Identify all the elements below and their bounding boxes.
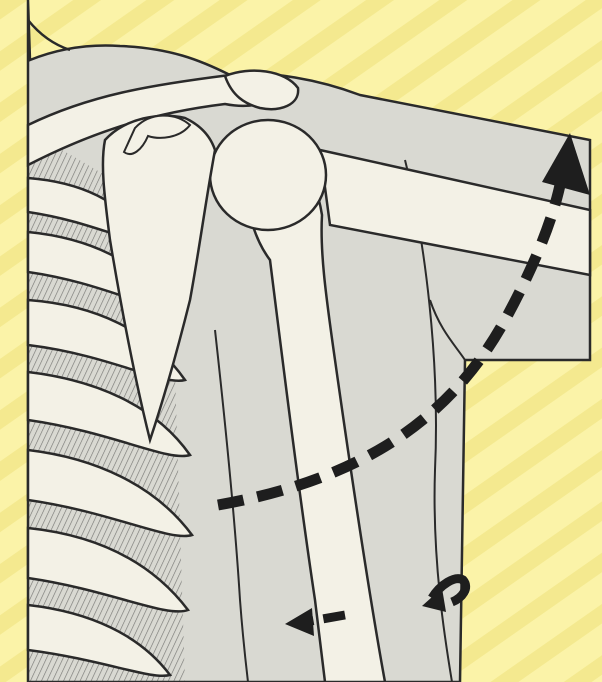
humeral-head: [210, 120, 326, 230]
